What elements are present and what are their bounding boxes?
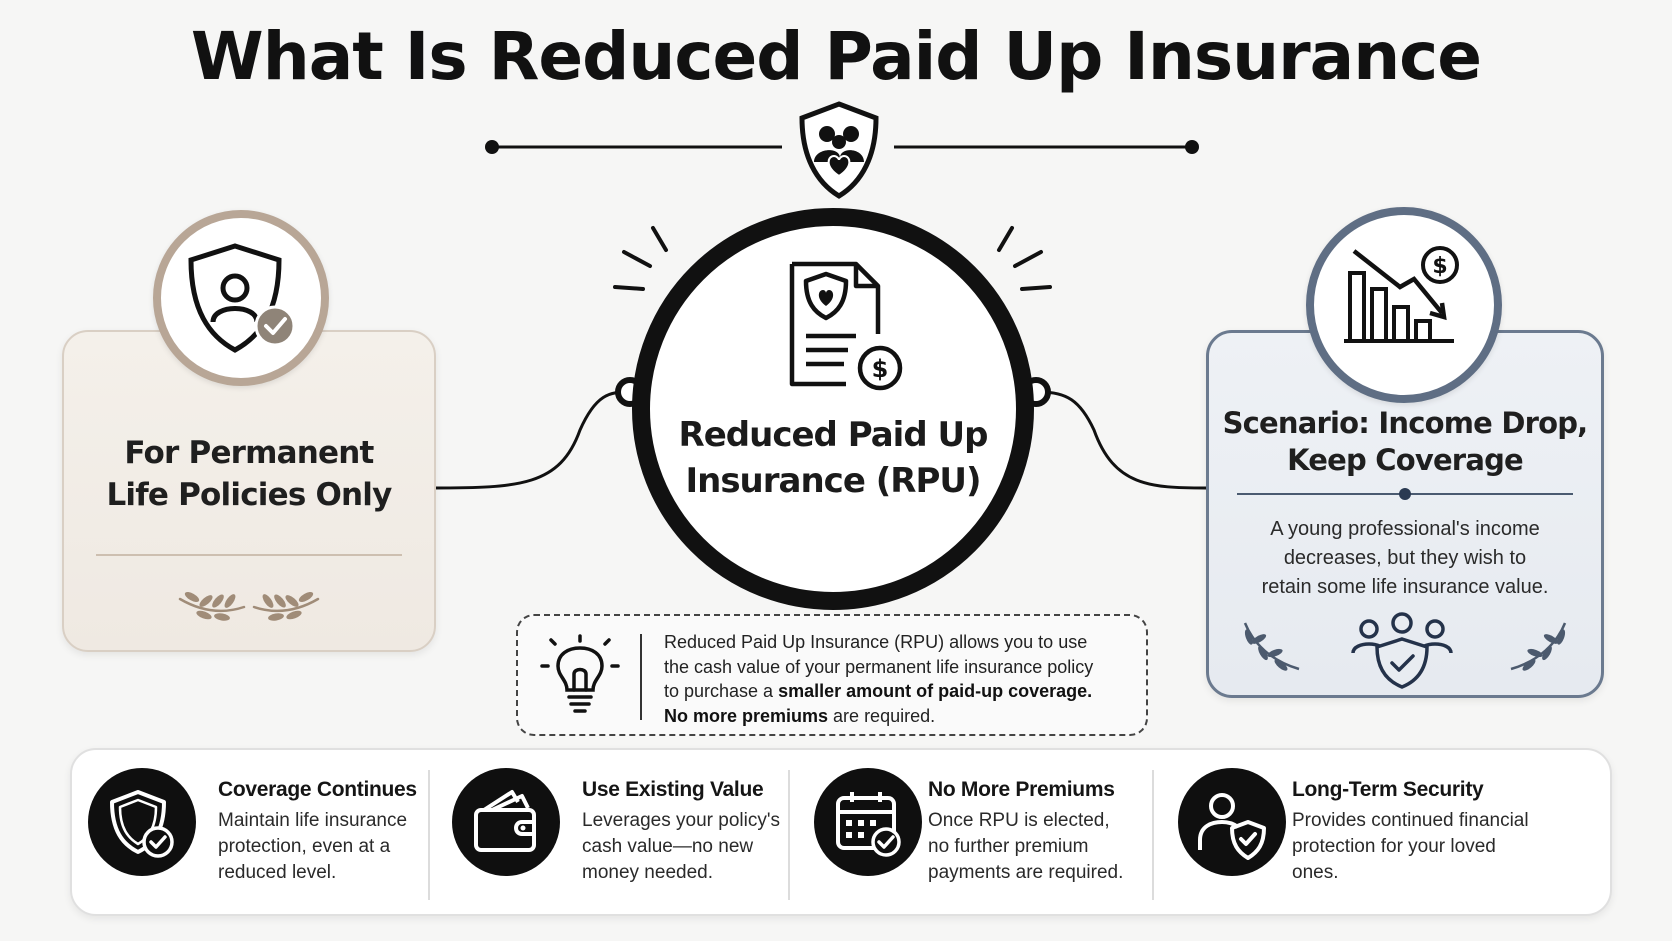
income-drop-badge: $ (1306, 207, 1502, 403)
definition-line3-emphasis: smaller amount of paid-up coverage. (778, 681, 1093, 701)
svg-text:$: $ (1432, 254, 1447, 279)
benefit-desc-line: protection, even at a (218, 836, 391, 857)
family-shield-icon (1351, 612, 1453, 689)
svg-text:$: $ (872, 355, 889, 383)
benefit-long-term-security: Long-Term Security Provides continued fi… (1162, 750, 1612, 914)
benefit-title: Use Existing Value (582, 778, 764, 801)
benefit-title: Long-Term Security (1292, 778, 1484, 801)
benefit-title: No More Premiums (928, 778, 1115, 801)
benefit-desc-line: payments are required. (928, 862, 1124, 883)
user-shield-badge (153, 210, 329, 386)
scenario-desc-line2: decreases, but they wish to (1283, 547, 1527, 569)
laurel-icon (178, 591, 320, 621)
scenario-title-line1: Scenario: Income Drop, (1222, 406, 1589, 440)
policy-document-dollar-icon: $ (789, 261, 903, 391)
family-shield-icon (799, 101, 879, 199)
benefit-desc-line: ones. (1292, 862, 1339, 883)
left-title-line1: For Permanent (124, 435, 374, 471)
permanent-policies-card: For Permanent Life Policies Only (62, 330, 436, 652)
benefit-desc-line: no further premium (928, 836, 1089, 857)
definition-line4: No more premiums are required. (664, 704, 1134, 729)
calendar-check-icon (814, 768, 922, 876)
benefit-desc-line: Maintain life insurance (218, 810, 408, 831)
definition-line1: Reduced Paid Up Insurance (RPU) allows y… (664, 632, 1088, 652)
divider (96, 554, 402, 556)
shield-check-icon (88, 768, 196, 876)
scenario-desc-line3: retain some life insurance value. (1261, 576, 1549, 598)
benefit-description: Once RPU is elected, no further premium … (928, 808, 1158, 886)
benefit-description: Maintain life insurance protection, even… (218, 808, 448, 886)
benefit-desc-line: Provides continued financial (1292, 810, 1529, 831)
benefit-no-more-premiums: No More Premiums Once RPU is elected, no… (798, 750, 1158, 914)
scenario-title-line2: Keep Coverage (1287, 443, 1524, 477)
benefit-use-existing-value: Use Existing Value Leverages your policy… (436, 750, 796, 914)
page-title: What Is Reduced Paid Up Insurance (190, 18, 1482, 95)
benefit-desc-line: Once RPU is elected, (928, 810, 1110, 831)
scenario-description: A young professional's income decreases,… (1229, 515, 1581, 602)
scenario-desc-line1: A young professional's income (1270, 518, 1540, 540)
rpu-title-line2: Insurance (RPU) (685, 461, 981, 501)
benefit-desc-line: reduced level. (218, 862, 337, 883)
left-title-line2: Life Policies Only (106, 477, 392, 513)
callout-divider (640, 634, 642, 720)
definition-line4-emphasis: No more premiums (664, 705, 829, 726)
benefit-description: Leverages your policy's cash value—no ne… (582, 808, 812, 886)
definition-line2: the cash value of your permanent life in… (664, 656, 1094, 677)
benefit-coverage-continues: Coverage Continues Maintain life insuran… (72, 750, 452, 914)
benefit-desc-line: money needed. (582, 862, 713, 883)
benefit-separator (788, 770, 790, 900)
rpu-title-line1: Reduced Paid Up (678, 415, 989, 455)
divider-dot (1399, 488, 1411, 500)
person-shield-icon (1178, 768, 1286, 876)
definition-line3-text: to purchase a (664, 681, 779, 701)
permanent-policies-title: For Permanent Life Policies Only (64, 432, 434, 516)
benefit-title: Coverage Continues (218, 778, 417, 801)
rpu-definition-text: Reduced Paid Up Insurance (RPU) allows y… (664, 630, 1134, 728)
declining-chart-dollar-icon: $ (1344, 246, 1459, 343)
wallet-icon (452, 768, 560, 876)
benefit-separator (1152, 770, 1154, 900)
benefits-bar: Coverage Continues Maintain life insuran… (70, 748, 1612, 916)
scenario-title: Scenario: Income Drop, Keep Coverage (1209, 405, 1601, 479)
benefit-description: Provides continued financial protection … (1292, 808, 1592, 886)
benefit-desc-line: protection for your loved (1292, 836, 1496, 857)
benefit-desc-line: cash value—no new (582, 836, 754, 857)
user-shield-check-icon (188, 243, 296, 353)
definition-line4-text: are required. (828, 705, 936, 726)
laurel-left-icon (1243, 622, 1300, 671)
benefit-separator (428, 770, 430, 900)
rpu-title: Reduced Paid Up Insurance (RPU) (650, 412, 1016, 504)
rpu-definition-callout: Reduced Paid Up Insurance (RPU) allows y… (516, 614, 1148, 736)
definition-line3: to purchase a smaller amount of paid-up … (664, 679, 1134, 704)
benefit-desc-line: Leverages your policy's (582, 810, 780, 831)
laurel-right-icon (1510, 622, 1567, 671)
rpu-center-circle: $ Reduced Paid Up Insurance (RPU) (632, 208, 1034, 610)
lightbulb-icon (540, 634, 620, 713)
